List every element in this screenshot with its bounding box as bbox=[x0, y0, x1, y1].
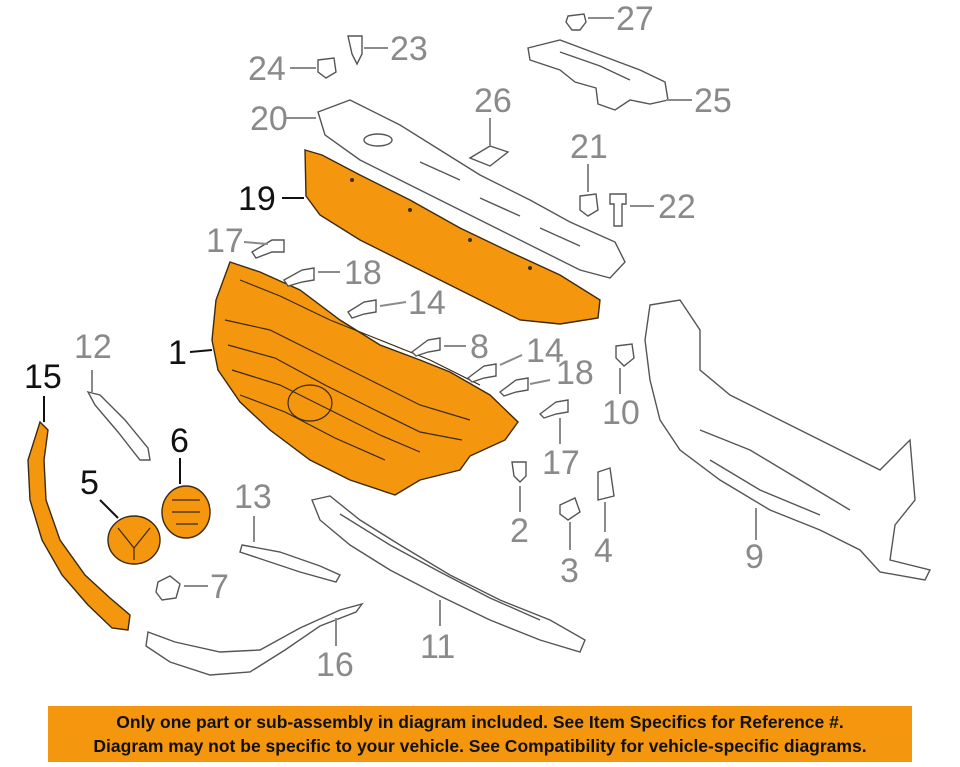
callout-22: 22 bbox=[658, 188, 696, 226]
disclaimer-line-1: Only one part or sub-assembly in diagram… bbox=[116, 712, 844, 732]
part-4-bracket bbox=[597, 467, 615, 501]
part-13-trim bbox=[239, 544, 341, 583]
part-9-reinforcement bbox=[644, 299, 932, 581]
callout-1: 1 bbox=[168, 334, 187, 372]
part-7-bracket bbox=[155, 575, 181, 601]
callout-13: 13 bbox=[234, 478, 272, 516]
callout-3: 3 bbox=[560, 552, 579, 590]
callout-8: 8 bbox=[470, 328, 489, 366]
part-3-clip bbox=[559, 497, 581, 521]
screws bbox=[251, 239, 569, 419]
callout-25: 25 bbox=[694, 82, 732, 120]
leader-lines bbox=[43, 17, 757, 646]
part-15-molding bbox=[27, 420, 131, 631]
callout-23: 23 bbox=[390, 30, 428, 68]
callout-12: 12 bbox=[74, 328, 112, 366]
callout-24: 24 bbox=[248, 50, 286, 88]
callout-27: 27 bbox=[616, 0, 654, 38]
disclaimer-banner: Only one part or sub-assembly in diagram… bbox=[48, 706, 912, 762]
part-10-clip bbox=[615, 343, 635, 367]
part-6-emblem-bracket bbox=[161, 485, 211, 539]
callout-15: 15 bbox=[24, 358, 62, 396]
callout-6: 6 bbox=[170, 422, 189, 460]
part-16-lower-molding bbox=[145, 602, 364, 676]
callout-19: 19 bbox=[238, 180, 276, 218]
callout-16: 16 bbox=[316, 646, 354, 684]
disclaimer-line-2: Diagram may not be specific to your vehi… bbox=[93, 736, 867, 756]
callout-5: 5 bbox=[80, 464, 99, 502]
callout-21: 21 bbox=[570, 128, 608, 166]
part-11-lower-bracket bbox=[311, 495, 586, 653]
part-24-clip bbox=[317, 57, 337, 79]
part-21-clip bbox=[579, 193, 599, 217]
callout-14b: 14 bbox=[526, 332, 564, 370]
part-25-upper-shield bbox=[527, 39, 669, 111]
part-22-bolt bbox=[609, 193, 627, 227]
part-23-clip bbox=[347, 35, 363, 66]
callout-17b: 17 bbox=[542, 444, 580, 482]
callout-4: 4 bbox=[594, 532, 613, 570]
callout-7: 7 bbox=[210, 568, 229, 606]
part-5-emblem bbox=[107, 515, 161, 565]
callout-18b: 18 bbox=[556, 354, 594, 392]
callout-14a: 14 bbox=[408, 284, 446, 322]
part-27-clip bbox=[565, 13, 587, 31]
callout-2: 2 bbox=[510, 512, 529, 550]
callout-10: 10 bbox=[602, 394, 640, 432]
part-26-pad bbox=[468, 145, 510, 167]
callout-26: 26 bbox=[474, 82, 512, 120]
part-20-support-cover bbox=[317, 99, 626, 279]
callout-20: 20 bbox=[250, 100, 288, 138]
callout-17a: 17 bbox=[206, 222, 244, 260]
part-2-clip bbox=[511, 461, 527, 483]
part-1-grille-assembly bbox=[211, 261, 519, 496]
part-12-trim bbox=[86, 390, 151, 461]
part-19-deflector bbox=[304, 149, 601, 325]
callout-11: 11 bbox=[420, 628, 455, 666]
callout-18a: 18 bbox=[344, 254, 382, 292]
callout-labels: 1 2 3 4 5 6 7 8 9 10 11 12 13 14 14 15 1… bbox=[24, 0, 764, 684]
callout-9: 9 bbox=[745, 538, 764, 576]
